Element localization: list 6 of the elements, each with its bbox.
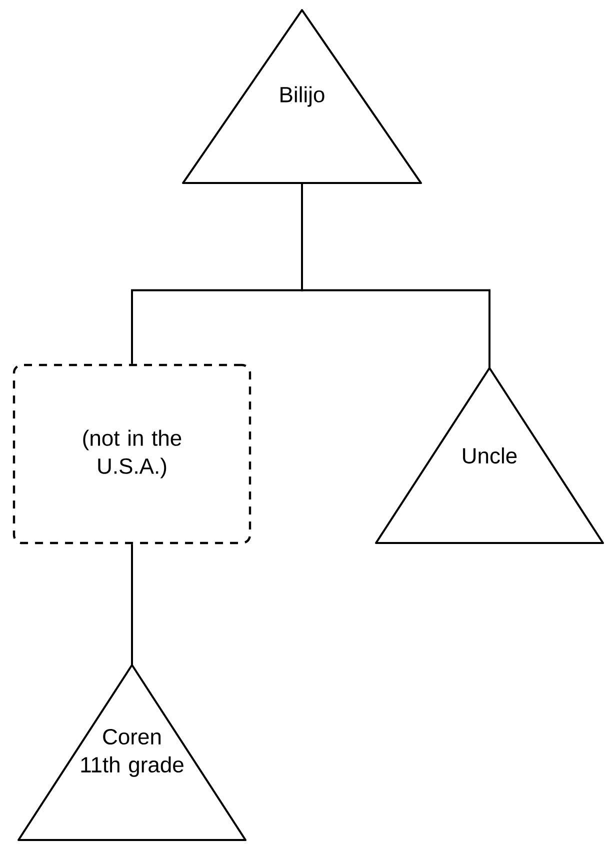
person-triangle: Bilijo <box>182 9 422 184</box>
connector-line <box>301 183 490 368</box>
person-triangle: Coren 11th grade <box>18 664 246 841</box>
connector-line <box>131 544 133 665</box>
group-box: (not in the U.S.A.) <box>12 364 252 544</box>
person-triangle: Uncle <box>375 367 604 544</box>
